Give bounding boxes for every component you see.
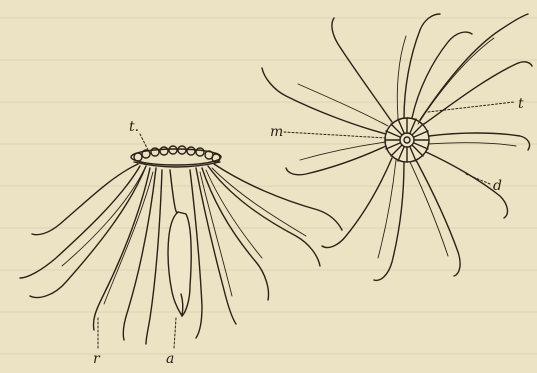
label-right-t: t <box>518 97 524 111</box>
left-specimen <box>20 134 342 348</box>
right-disc <box>385 118 429 162</box>
label-right-d: d <box>493 179 502 193</box>
label-left-a: a <box>166 352 174 366</box>
leader-left-t <box>140 134 148 150</box>
left-sac <box>168 212 191 316</box>
paper-texture <box>0 18 537 354</box>
leader-right-t <box>428 102 514 112</box>
leader-right-m <box>284 132 386 138</box>
label-left-t: t. <box>129 120 139 134</box>
leader-right-d <box>466 174 490 184</box>
label-right-m: m <box>270 125 283 139</box>
left-crown <box>131 146 221 167</box>
label-left-r: r <box>93 352 100 366</box>
leader-left-a <box>174 318 176 348</box>
